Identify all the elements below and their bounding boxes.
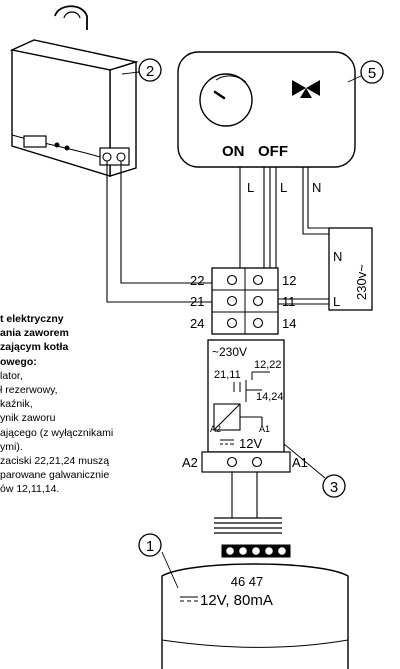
wire-label-n: N (312, 180, 321, 195)
power-supply-box: N L 230v~ (328, 227, 373, 311)
terminal-24: 24 (190, 316, 204, 331)
cable-bundle (214, 517, 282, 534)
svg-text:5: 5 (368, 65, 376, 82)
svg-text:1: 1 (146, 538, 154, 555)
callout-3: 3 (322, 474, 346, 498)
base-a2: A2 (182, 455, 198, 470)
dc-symbol-icon (180, 596, 198, 602)
coil-a1: A1 (259, 424, 270, 434)
wire-label-l2: L (280, 180, 287, 195)
valve-symbol-icon (292, 80, 320, 98)
relay-contacts-nc: 14,24 (256, 391, 284, 403)
callout-2: 2 (138, 58, 162, 82)
valve-actuator: ON OFF (177, 51, 356, 168)
caption-item: ającego (z wyłącznikami (0, 426, 114, 439)
coil-a2: A2 (210, 424, 221, 434)
caption-title: t elektryczny ania zaworem zającym kotła… (0, 313, 69, 368)
caption-item: zaciski 22,21,24 muszą (0, 455, 110, 468)
caption-item: kaźnik, (0, 398, 33, 411)
legend-caption: t elektryczny ania zaworem zającym kotła… (0, 312, 160, 497)
supply-n-label: N (333, 249, 342, 264)
svg-text:2: 2 (146, 63, 154, 80)
relay-contacts-com: 21,11 (214, 369, 241, 381)
dc-symbol-icon (220, 439, 234, 445)
terminal-block: 22 21 24 12 11 14 (190, 267, 296, 335)
caption-item: lator, (0, 369, 23, 382)
caption-item: ów 12,11,14. (0, 483, 60, 496)
terminal-12: 12 (282, 273, 296, 288)
relay: ~230V 12,22 21,11 14,24 A2 A1 12V (182, 339, 308, 473)
base-a1: A1 (292, 455, 308, 470)
relay-voltage: ~230V (212, 345, 247, 359)
terminal-21: 21 (190, 294, 204, 309)
relay-contacts-no: 12,22 (254, 359, 282, 371)
regulator-terminals: 46 47 (231, 574, 264, 589)
caption-items: lator, ł rezerwowy, kaźnik, ynik zaworu … (0, 369, 160, 497)
caption-item: ł rezerwowy, (0, 384, 58, 397)
callout-5: 5 (360, 60, 384, 84)
backup-boiler (9, 5, 139, 177)
wire-label-l1: L (247, 180, 254, 195)
caption-item: parowane galwanicznie (0, 469, 110, 482)
svg-text:3: 3 (330, 479, 338, 496)
regulator: 46 47 12V, 80mA (161, 544, 349, 669)
terminal-14: 14 (282, 316, 296, 331)
terminal-11: 11 (282, 294, 296, 309)
callout-1: 1 (138, 533, 162, 557)
switch-on-label: ON (222, 143, 245, 160)
regulator-terminal-strip (221, 544, 291, 558)
regulator-rating: 12V, 80mA (200, 592, 273, 609)
switch-off-label: OFF (258, 143, 288, 160)
supply-voltage: 230v~ (354, 264, 369, 300)
boiler-display (23, 135, 47, 148)
relay-coil-icon (213, 403, 263, 431)
supply-l-label: L (333, 294, 340, 309)
actuator-knob (199, 73, 253, 127)
coil-voltage: 12V (239, 436, 262, 451)
caption-item: ynik zaworu (0, 412, 56, 425)
relay-base (201, 451, 291, 473)
terminal-22: 22 (190, 273, 204, 288)
caption-item: ymi). (0, 440, 23, 453)
